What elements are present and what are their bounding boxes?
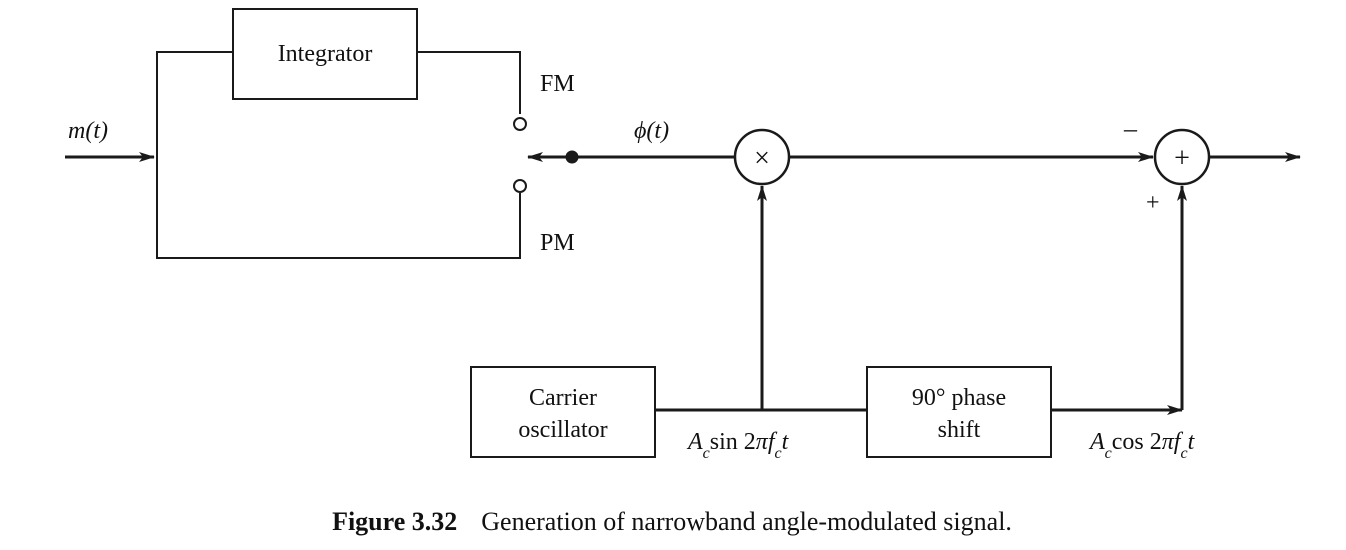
phi-label: ϕ(t) bbox=[634, 118, 669, 144]
phase-line1: 90° phase bbox=[912, 385, 1006, 411]
pm-contact bbox=[513, 179, 527, 193]
fm-contact bbox=[513, 117, 527, 131]
fm-branch-out bbox=[417, 51, 521, 114]
caption-number: Figure 3.32 bbox=[332, 507, 457, 536]
adder-symbol: + bbox=[1174, 143, 1190, 174]
cos-signal-label: Accos 2πfct bbox=[1088, 429, 1196, 462]
switch-pivot bbox=[565, 150, 579, 164]
carrier-line1: Carrier bbox=[529, 385, 597, 411]
fm-label: FM bbox=[540, 71, 575, 97]
input-label: m(t) bbox=[68, 118, 108, 144]
carrier-line2: oscillator bbox=[518, 417, 607, 443]
integrator-block bbox=[232, 8, 418, 100]
carrier-oscillator-block bbox=[470, 366, 656, 458]
sin-signal-label: Acsin 2πfct bbox=[686, 429, 790, 462]
phase-line2: shift bbox=[938, 417, 981, 443]
minus-sign: – bbox=[1123, 114, 1138, 143]
caption-text: Generation of narrowband angle-modulated… bbox=[481, 507, 1012, 536]
plus-sign: + bbox=[1146, 190, 1160, 216]
fm-branch-in bbox=[156, 51, 233, 157]
figure-caption: Figure 3.32 Generation of narrowband angl… bbox=[332, 507, 1012, 536]
phase-shift-block bbox=[866, 366, 1052, 458]
multiplier-symbol: × bbox=[754, 143, 770, 174]
integrator-label: Integrator bbox=[278, 41, 373, 67]
pm-label: PM bbox=[540, 230, 575, 256]
pm-branch bbox=[156, 157, 521, 259]
